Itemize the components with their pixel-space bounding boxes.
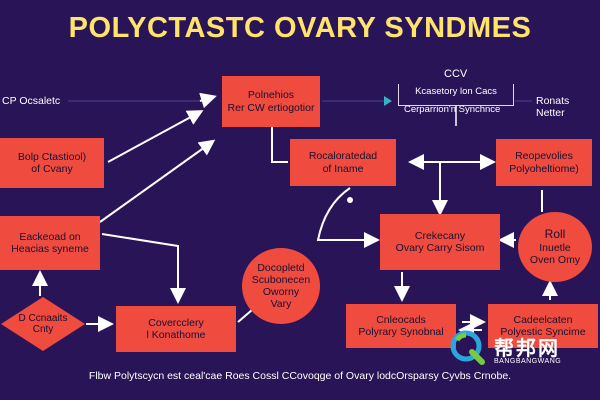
box-bottom-right-line2: Polyestic Syncime xyxy=(500,326,586,338)
diamond-shape xyxy=(1,297,85,351)
arrow-to-top-center-small xyxy=(199,92,217,109)
box-center-lower-line2: l Konathome xyxy=(146,329,206,341)
watermark-subtext: BANGBANGWANG xyxy=(494,358,562,365)
box-center-lower: Covercclery l Konathome xyxy=(116,306,236,352)
box-top-center-line2: Rer CW ertiogotior xyxy=(227,101,315,114)
line-centerlower-to-oval xyxy=(237,309,253,323)
box-right-mid: Crekecany Ovary Carry Sisom xyxy=(380,214,500,270)
arrow-teal-marker xyxy=(384,96,392,106)
diamond-node: D Ccnaaits Cnty xyxy=(0,296,86,352)
oval-center-line1: Docopletd xyxy=(257,261,305,274)
box-bottom-right: Cadeelcaten Polyestic Syncime xyxy=(488,304,598,348)
box-right-top-line2: Polyoheltiome) xyxy=(509,162,579,175)
arrow-leftmid-to-centerlower xyxy=(101,233,186,304)
right-side-label: Ronats Netter xyxy=(536,95,570,119)
oval-right-line2: Inuetle xyxy=(539,241,571,254)
diamond-line2: Cnty xyxy=(32,324,54,335)
arrow-leftmid-to-topcenter xyxy=(99,139,216,223)
oval-center-line4: Vary xyxy=(270,298,292,311)
box-left-mid-line2: Heacias syneme xyxy=(11,243,89,255)
box-mid-center-line1: Rocaloratedad xyxy=(308,150,378,163)
box-top-center-line1: Polnehios xyxy=(247,89,295,102)
box-left-top: Bolp Ctastiool) of Cvany xyxy=(0,138,104,188)
box-left-mid-line1: Eackeoad on xyxy=(19,230,81,243)
line-topcenter-to-midcenter xyxy=(271,127,288,163)
box-bottom-right-line1: Cadeelcaten xyxy=(513,313,573,326)
oval-center-line2: Scubonecen xyxy=(251,273,311,286)
diamond-line1: D Ccnaaits xyxy=(18,312,68,324)
curve-node xyxy=(347,197,353,203)
legend-title: CCV xyxy=(444,68,468,80)
left-side-label: CP Ocsaletc xyxy=(2,95,61,107)
oval-center: Docopletd Scubonecen Oworny Vary xyxy=(242,248,320,324)
box-center-lower-line1: Covercclery xyxy=(148,316,204,329)
box-right-top-line1: Reopevolies xyxy=(515,150,573,163)
watermark: 帮邦网 BANGBANGWANG xyxy=(448,328,578,372)
box-left-top-line2: of Cvany xyxy=(31,163,73,175)
box-bottom-mid-line2: Polyrary Synobnal xyxy=(358,326,444,338)
legend-line1: Kcasetory lon Cacs xyxy=(415,86,497,97)
box-left-top-line1: Bolp Ctastiool) xyxy=(17,150,87,163)
diagram-title: POLYCTASTC OVARY SYNDMES xyxy=(68,12,532,44)
oval-right: Roll Inuetle Oven Omy xyxy=(518,212,592,282)
box-right-mid-line1: Crekecany xyxy=(414,229,466,242)
box-bottom-mid-line1: Cnleocads xyxy=(376,313,426,326)
watermark-brand: 帮邦网 xyxy=(494,338,560,360)
oval-center-line3: Oworny xyxy=(262,286,300,298)
footer-caption: Flbw Polytscycn est ceal'cae Roes Cossl … xyxy=(88,370,512,382)
arrow-curve-to-rightmid xyxy=(316,187,380,248)
oval-right-line3: Oven Omy xyxy=(529,253,581,266)
box-right-mid-line2: Ovary Carry Sisom xyxy=(395,242,485,254)
arrow-lefttop-to-topcenter xyxy=(107,110,204,163)
legend-box: Kcasetory lon Cacs xyxy=(398,84,514,106)
box-top-center: Polnehios Rer CW ertiogotior xyxy=(222,76,320,127)
oval-right-line1: Roll xyxy=(544,227,566,242)
box-right-top: Reopevolies Polyoheltiome) xyxy=(496,139,592,186)
watermark-logo-icon xyxy=(450,330,485,365)
box-mid-center-line2: of Iname xyxy=(322,162,364,175)
box-mid-center: Rocaloratedad of Iname xyxy=(290,139,396,186)
legend-line2: Cerparrion'n Synchnce xyxy=(404,104,501,115)
box-left-mid: Eackeoad on Heacias syneme xyxy=(0,216,100,270)
box-bottom-mid: Cnleocads Polyrary Synobnal xyxy=(346,304,456,348)
